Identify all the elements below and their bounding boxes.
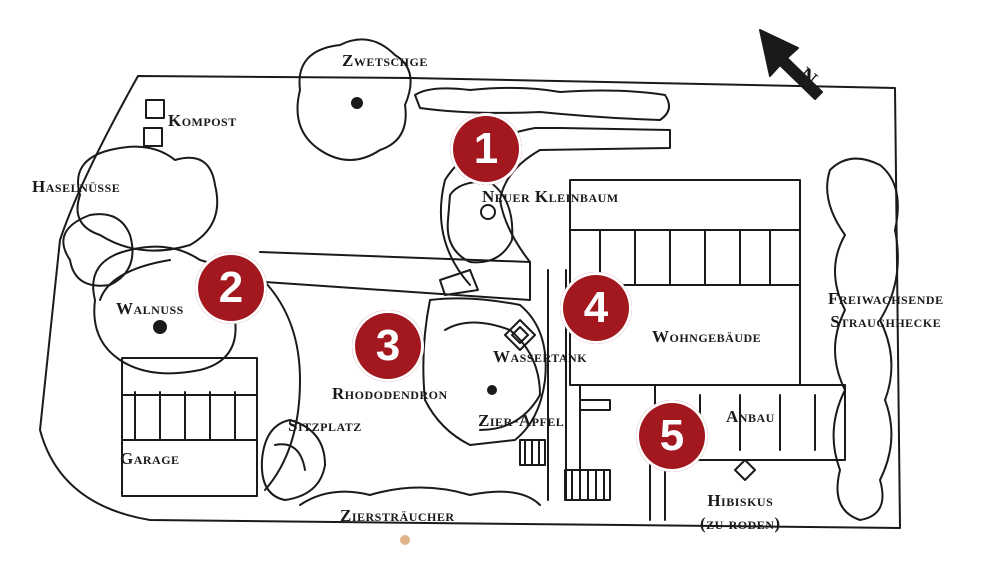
label-sitzplatz: Sitzplatz	[288, 416, 362, 435]
label-rhododendron: Rhododendron	[332, 384, 448, 403]
marker-5-number: 5	[659, 411, 685, 460]
label-zier-apfel: Zier-Apfel	[478, 411, 565, 430]
compost-box-2	[143, 127, 163, 147]
label-zwetschge: Zwetschge	[342, 51, 428, 70]
ornamental-shrubs	[299, 486, 541, 506]
label-garage: Garage	[120, 449, 180, 468]
label-zu-roden: (zu roden)	[700, 513, 781, 533]
label-freiwachsende: Freiwachsende	[828, 289, 944, 308]
label-neuer-kleinbaum: Neuer Kleinbaum	[482, 187, 619, 206]
stairs	[519, 439, 546, 466]
label-ziersteraeucher: Ziersträucher	[340, 506, 455, 525]
label-freiwachsende-strauchhecke: Freiwachsende Strauchhecke	[828, 288, 944, 334]
east-hedge	[826, 157, 899, 521]
label-hibiskus-group: Hibiskus (zu roden)	[700, 490, 781, 536]
north-arrow	[759, 29, 823, 100]
garden-path-west	[259, 251, 531, 301]
label-walnuss: Walnuss	[116, 299, 184, 318]
marker-4[interactable]: 4	[560, 272, 632, 344]
seating-area	[260, 419, 326, 501]
compost-box-1	[145, 99, 165, 119]
hibiscus	[734, 459, 756, 481]
marker-2-number: 2	[218, 263, 244, 312]
marker-2[interactable]: 2	[195, 252, 267, 324]
marker-1[interactable]: 1	[450, 113, 522, 185]
hazelnut-bush	[76, 145, 219, 252]
marker-3[interactable]: 3	[352, 310, 424, 382]
marker-1-number: 1	[473, 124, 499, 173]
water-tank-icon	[504, 319, 536, 351]
label-strauchhecke: Strauchhecke	[830, 311, 942, 331]
garage-building	[121, 357, 258, 497]
marker-5[interactable]: 5	[636, 400, 708, 472]
label-kompost: Kompost	[168, 111, 237, 130]
rhododendron-bed	[422, 297, 547, 446]
label-haselnuesse: Haselnüsse	[32, 177, 121, 196]
label-wohngebaeude: Wohngebäude	[652, 327, 762, 346]
label-anbau: Anbau	[726, 407, 775, 426]
marker-3-number: 3	[375, 321, 401, 370]
label-hibiskus: Hibiskus	[707, 491, 774, 510]
label-wassertank: Wassertank	[493, 347, 588, 366]
plum-tree	[296, 38, 412, 161]
marker-4-number: 4	[583, 283, 609, 332]
property-boundary	[39, 75, 901, 529]
